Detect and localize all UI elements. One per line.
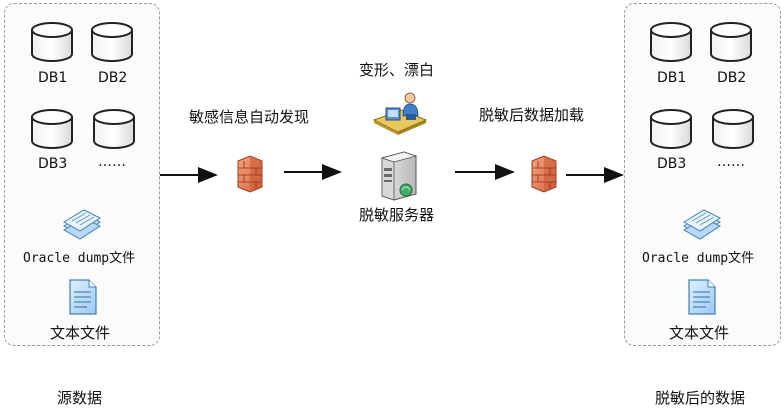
database-label-more: ……: [98, 154, 126, 170]
masked-data-caption: 脱敏后的数据: [655, 389, 746, 407]
database-label-db3: DB3: [38, 156, 68, 172]
database-icon: [648, 107, 694, 151]
database-label-db3: DB3: [657, 156, 687, 172]
masked-data-load-label: 脱敏后数据加载: [479, 106, 585, 124]
server-icon: [376, 150, 420, 202]
masking-server-label: 脱敏服务器: [359, 206, 435, 224]
database-label-db2: DB2: [717, 70, 747, 86]
database-label-more: ……: [717, 154, 745, 170]
database-label-db2: DB2: [98, 70, 128, 86]
database-icon: [648, 20, 694, 64]
oracle-dump-label: Oracle dump文件: [23, 251, 136, 266]
source-data-caption: 源数据: [57, 389, 103, 407]
oracle-dump-label: Oracle dump文件: [642, 251, 755, 266]
database-icon: [710, 107, 756, 151]
operator-workstation-icon: [372, 90, 428, 136]
text-document-icon: [688, 279, 716, 315]
sensitive-discovery-label: 敏感信息自动发现: [189, 108, 310, 126]
database-icon: [708, 20, 754, 64]
text-file-label: 文本文件: [50, 324, 111, 342]
database-label-db1: DB1: [657, 70, 687, 86]
stacked-documents-icon: [62, 208, 102, 242]
firewall-icon: [530, 155, 558, 193]
transform-label: 变形、漂白: [359, 61, 435, 79]
text-document-icon: [69, 279, 97, 315]
text-file-label: 文本文件: [669, 324, 730, 342]
stacked-documents-icon: [682, 208, 722, 242]
firewall-icon: [236, 155, 264, 193]
database-label-db1: DB1: [38, 70, 68, 86]
